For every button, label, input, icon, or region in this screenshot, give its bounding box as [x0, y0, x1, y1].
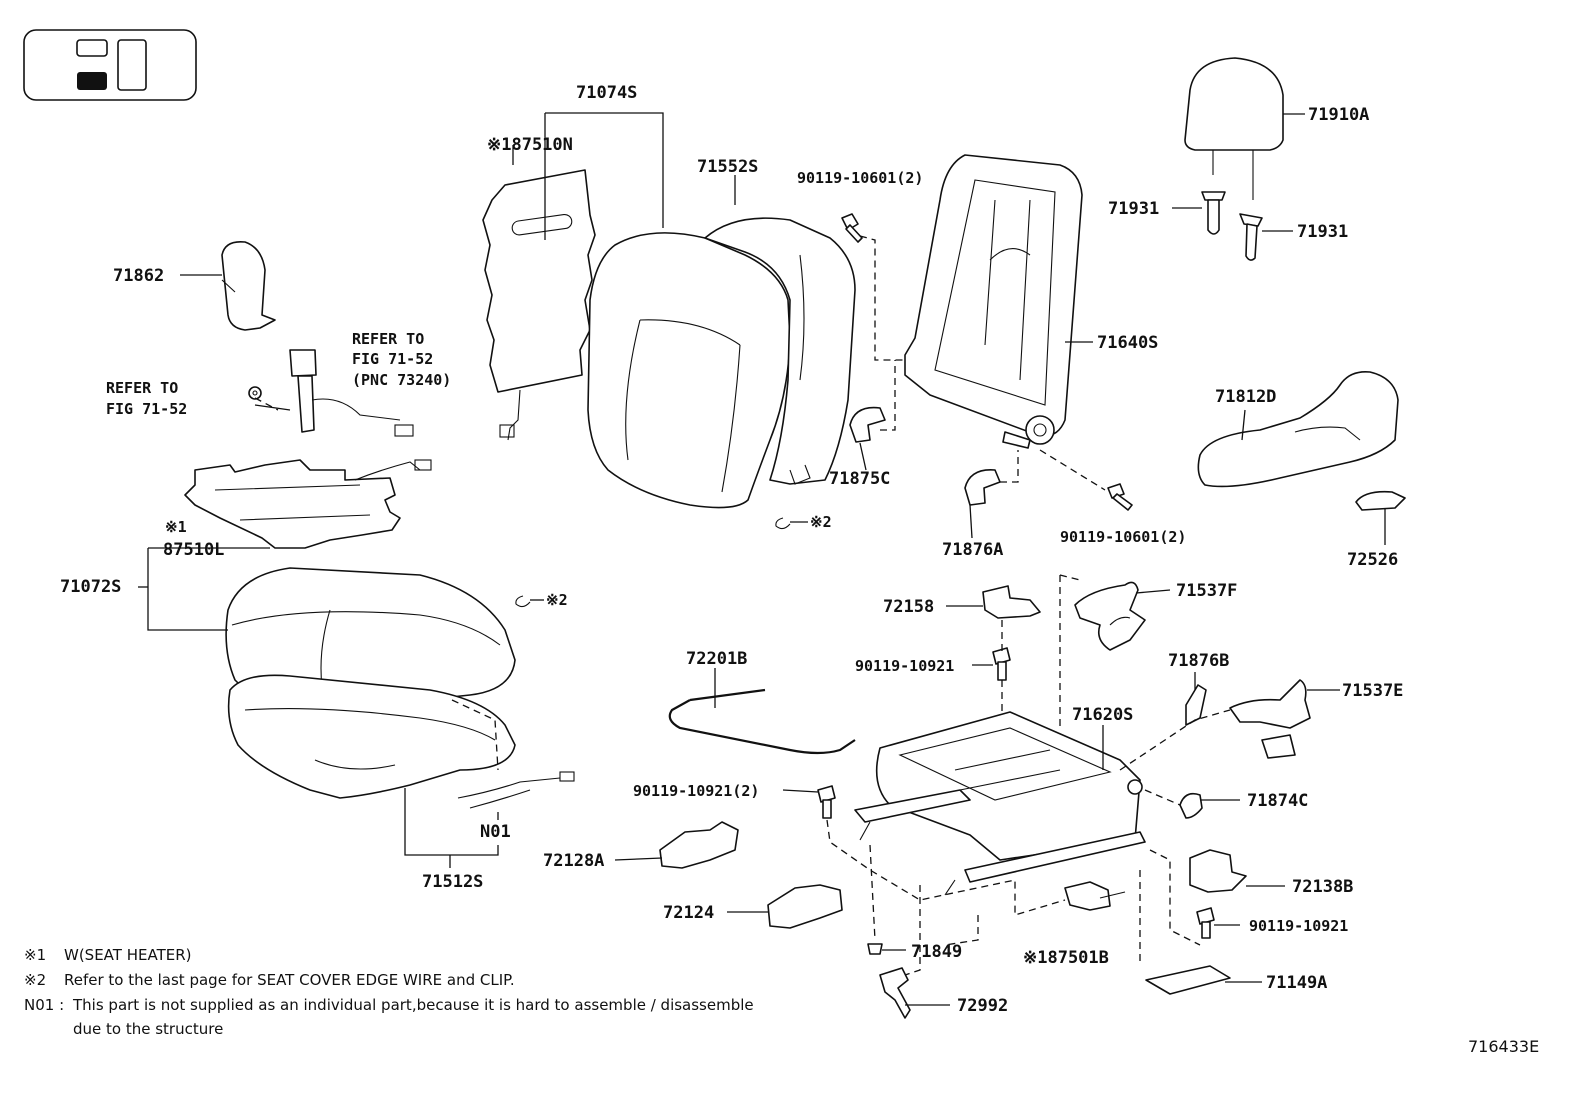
belt-anchor-nut[interactable]	[248, 386, 262, 400]
footnote-2-text: Refer to the last page for SEAT COVER ED…	[64, 971, 515, 989]
label-71849[interactable]: 71849	[911, 942, 962, 962]
bolt-frame[interactable]	[817, 785, 836, 819]
occupant-sensor[interactable]	[1064, 881, 1126, 911]
label-clip-b[interactable]: ※2	[546, 591, 568, 609]
label-72201B[interactable]: 72201B	[686, 649, 747, 669]
harness-bracket[interactable]	[879, 967, 911, 1019]
label-90119-10921-rail[interactable]: 90119-10921	[1249, 917, 1348, 935]
label-72124[interactable]: 72124	[663, 903, 714, 923]
belt-guide-cover[interactable]	[221, 240, 276, 331]
headrest[interactable]	[1184, 57, 1284, 200]
label-71812D[interactable]: 71812D	[1215, 387, 1276, 407]
label-87510L[interactable]: 87510L	[163, 540, 224, 560]
label-71552S[interactable]: 71552S	[697, 157, 758, 177]
refer-nut-line1: REFER TO	[106, 379, 178, 397]
seatback-frame[interactable]	[904, 154, 1083, 449]
edge-clip-a[interactable]	[775, 517, 808, 530]
rail-cover-front-inner[interactable]	[659, 821, 739, 869]
headrest-support-right[interactable]	[1239, 213, 1263, 261]
footnote-1-text: W(SEAT HEATER)	[64, 946, 191, 964]
bolt-lower[interactable]	[1107, 483, 1133, 511]
footnote-4-text: due to the structure	[73, 1020, 223, 1038]
bolt-cushion[interactable]	[992, 647, 1011, 681]
assembly-dashed-lines	[254, 235, 1231, 976]
vehicle-seat-locator-icon	[23, 29, 197, 101]
label-71640S[interactable]: 71640S	[1097, 333, 1158, 353]
footnotes: ※1 W(SEAT HEATER) ※2 Refer to the last p…	[24, 946, 754, 1038]
seatback-rear-cover[interactable]	[704, 217, 856, 485]
label-71537E[interactable]: 71537E	[1342, 681, 1403, 701]
recliner-cover-outer[interactable]	[964, 469, 1001, 506]
diagram-reference-number: 716433E	[1468, 1037, 1539, 1056]
bolt-rail[interactable]	[1196, 907, 1215, 939]
leader-lines	[138, 112, 1386, 1006]
seat-cushion-cover[interactable]	[225, 567, 516, 711]
back-heater-mat[interactable]	[482, 169, 596, 441]
recliner-cover-lower[interactable]	[1185, 684, 1207, 726]
footnote-3-mark: N01 :	[24, 996, 64, 1014]
refer-belt-line1: REFER TO	[352, 330, 424, 348]
bolt-upper[interactable]	[841, 213, 863, 243]
cushion-heater-mat[interactable]	[184, 459, 432, 549]
label-71512S[interactable]: 71512S	[422, 872, 483, 892]
label-87501B[interactable]: ※187501B	[1023, 948, 1109, 968]
edge-clip-b[interactable]	[515, 595, 544, 608]
rail-cover-front-outer[interactable]	[767, 884, 843, 929]
seat-track-cover[interactable]	[1145, 965, 1231, 995]
recliner-cover-inner[interactable]	[849, 406, 886, 443]
seat-belt-buckle[interactable]	[289, 349, 414, 437]
label-71876B[interactable]: 71876B	[1168, 651, 1229, 671]
label-71931-left[interactable]: 71931	[1108, 199, 1159, 219]
refer-to-notes: REFER TO FIG 71-52 (PNC 73240) REFER TO …	[106, 330, 451, 418]
label-71537F[interactable]: 71537F	[1176, 581, 1237, 601]
part-labels: 71074S ※187510N 71552S 90119-10601(2) 71…	[60, 83, 1403, 1016]
label-87510L-mark: ※1	[165, 518, 187, 536]
label-71620S[interactable]: 71620S	[1072, 705, 1133, 725]
footnote-2-mark: ※2	[24, 971, 46, 989]
label-72526[interactable]: 72526	[1347, 550, 1398, 570]
footnote-3-text: This part is not supplied as an individu…	[72, 996, 754, 1014]
label-71072S[interactable]: 71072S	[60, 577, 121, 597]
refer-belt-line2[interactable]: FIG 71-52	[352, 350, 433, 368]
lever-knob[interactable]	[1355, 490, 1406, 511]
label-72158[interactable]: 72158	[883, 597, 934, 617]
seatback-cover[interactable]	[587, 232, 791, 509]
refer-nut-line2[interactable]: FIG 71-52	[106, 400, 187, 418]
seat-cushion-frame[interactable]	[854, 711, 1146, 896]
label-90119-10601-upper[interactable]: 90119-10601(2)	[797, 169, 923, 187]
cushion-heater-wire[interactable]	[457, 771, 575, 809]
label-90119-10921-upper[interactable]: 90119-10921	[855, 657, 954, 675]
label-72128A[interactable]: 72128A	[543, 851, 604, 871]
slide-cover[interactable]	[1179, 792, 1203, 819]
label-87510N[interactable]: ※187510N	[487, 135, 573, 155]
label-71931-right[interactable]: 71931	[1297, 222, 1348, 242]
cushion-wire[interactable]	[668, 688, 856, 755]
label-71910A[interactable]: 71910A	[1308, 105, 1369, 125]
label-71876A[interactable]: 71876A	[942, 540, 1003, 560]
label-71149A[interactable]: 71149A	[1266, 973, 1327, 993]
recliner-release-lever[interactable]	[1074, 581, 1146, 651]
refer-belt-line3: (PNC 73240)	[352, 371, 451, 389]
label-90119-10921-frame[interactable]: 90119-10921(2)	[633, 782, 759, 800]
cushion-bracket[interactable]	[982, 585, 1041, 619]
label-71874C[interactable]: 71874C	[1247, 791, 1308, 811]
label-N01[interactable]: N01	[480, 822, 511, 842]
seat-cushion-pad[interactable]	[227, 674, 516, 799]
slide-adjuster-lever[interactable]	[1229, 679, 1311, 759]
label-90119-10601-lower[interactable]: 90119-10601(2)	[1060, 528, 1186, 546]
seat-cushion-shield[interactable]	[1197, 370, 1399, 488]
rail-cover-rear[interactable]	[1189, 849, 1247, 893]
label-71862[interactable]: 71862	[113, 266, 164, 286]
label-71074S[interactable]: 71074S	[576, 83, 637, 103]
label-72992[interactable]: 72992	[957, 996, 1008, 1016]
clip-71849[interactable]	[867, 943, 883, 955]
footnote-1-mark: ※1	[24, 946, 46, 964]
headrest-support-left[interactable]	[1201, 191, 1226, 235]
label-71875C[interactable]: 71875C	[829, 469, 890, 489]
label-72138B[interactable]: 72138B	[1292, 877, 1353, 897]
label-clip-a[interactable]: ※2	[810, 513, 832, 531]
